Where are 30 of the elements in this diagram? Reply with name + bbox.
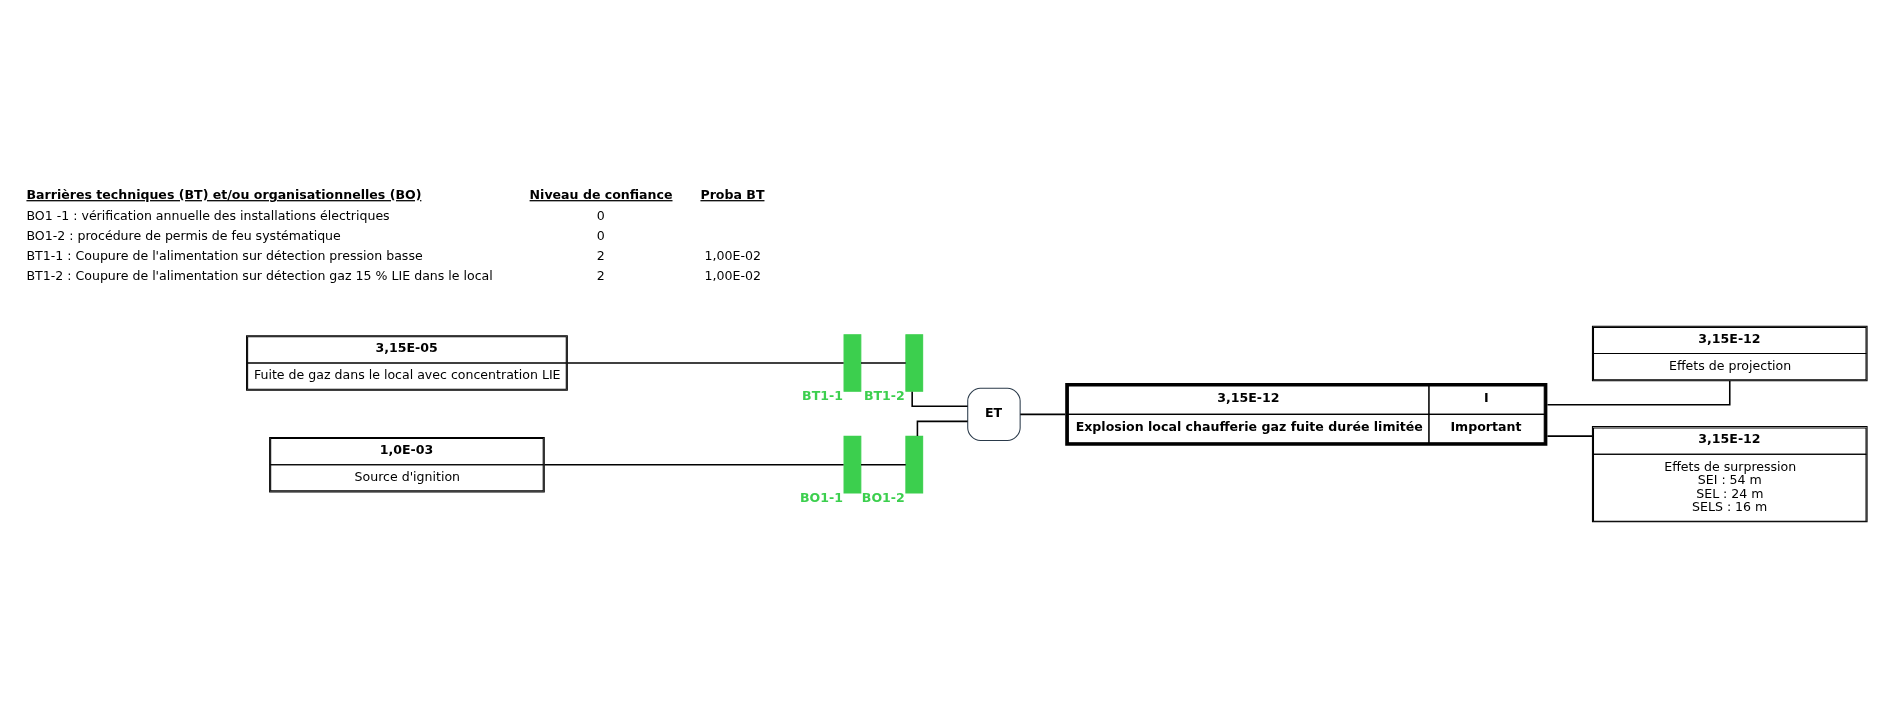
label: Barrières techniques (BT) et/ou organisationnelles (BO)	[25, 187, 421, 203]
label: Proba BT	[699, 187, 764, 203]
node-bar	[843, 435, 861, 494]
label: BO1-2 : procédure de permis de feu systématique	[25, 227, 341, 243]
connector	[543, 463, 844, 466]
node-bar	[904, 435, 923, 494]
connector	[910, 390, 968, 408]
node-bar	[904, 334, 923, 392]
node-label: BO1-1	[799, 490, 843, 505]
node-bar	[843, 334, 861, 392]
label: 2	[596, 267, 605, 283]
label: 0	[596, 227, 605, 243]
connector	[566, 362, 844, 364]
label: BT1-2 : Coupure de l'alimentation sur détection gaz 15 % LIE dans le local	[25, 267, 493, 283]
connector	[1019, 413, 1066, 416]
node-box: ET	[966, 387, 1021, 442]
connector	[859, 362, 907, 364]
connector	[916, 420, 968, 437]
label: BT1-1 : Coupure de l'alimentation sur détection pression basse	[25, 247, 423, 263]
label: 0	[596, 208, 605, 224]
connector	[859, 463, 907, 466]
label: BO1 -1 : vérification annuelle des installations électriques	[25, 208, 390, 224]
node-label: BT1-1	[801, 388, 843, 404]
node-label: BO1-2	[861, 490, 905, 505]
connector	[1546, 435, 1593, 437]
label: 1,00E-02	[704, 247, 761, 263]
label: Niveau de confiance	[529, 187, 673, 203]
label: 1,00E-02	[704, 267, 761, 283]
node-label: BT1-2	[863, 388, 905, 404]
label: 2	[596, 247, 605, 263]
